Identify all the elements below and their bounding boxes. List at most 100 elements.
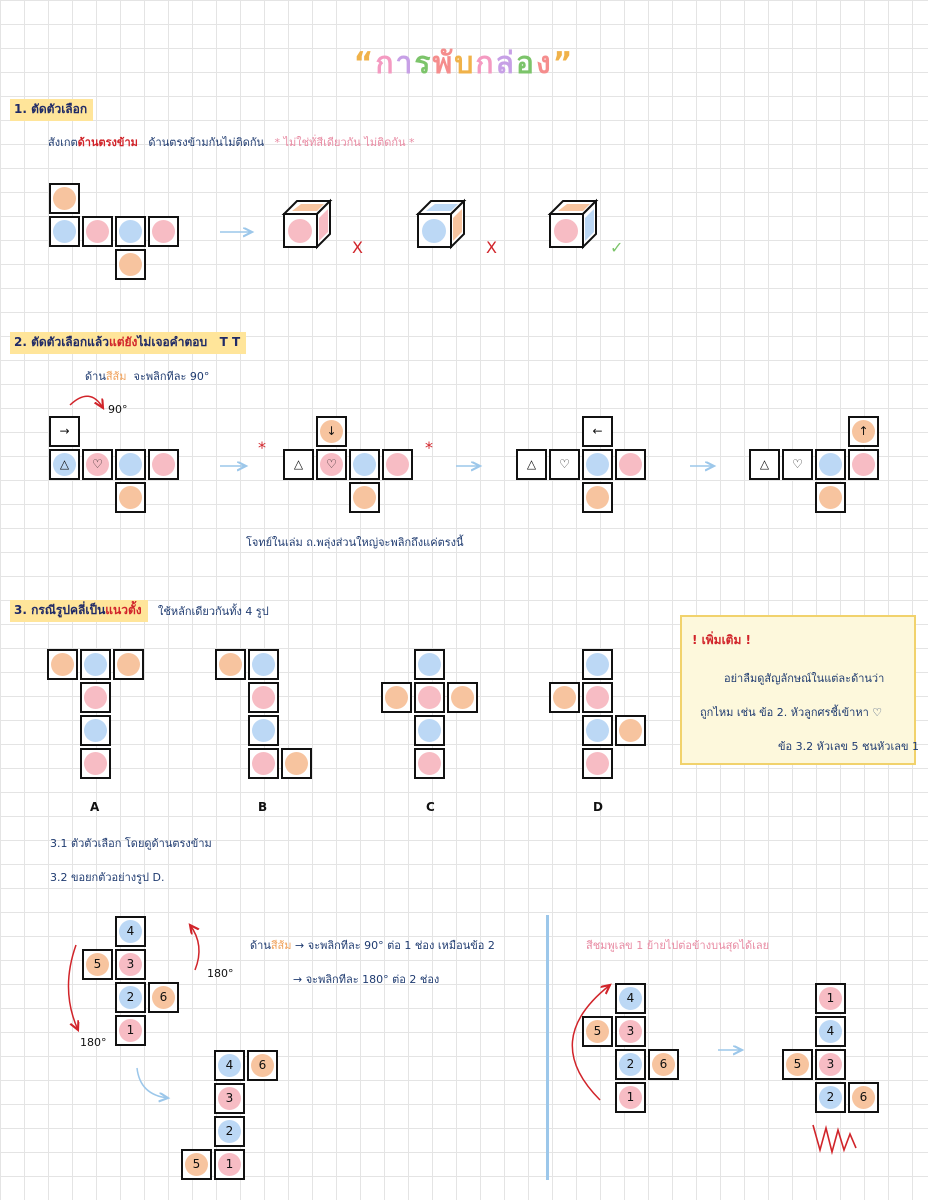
face-symbol: 2 — [225, 1124, 234, 1138]
face-dot — [86, 953, 109, 976]
net-face — [582, 682, 613, 713]
net-face — [80, 682, 111, 713]
net-face — [349, 449, 380, 480]
face-dot — [353, 453, 376, 476]
extra-note-line: ถูกไหม เช่น ข้อ 2. หัวลูกศรชี้เข้าหา ♡ — [700, 706, 883, 719]
section2-heading: 2. ตัดตัวเลือกแล้วแต่ยังไม่เจอคำตอบ T T — [10, 332, 247, 354]
net-label-d: D — [593, 800, 603, 814]
net-face — [49, 216, 80, 247]
triangle-face: △ — [516, 449, 547, 480]
rule-180: → จะพลิกทีละ 180° ต่อ 2 ช่อง — [293, 973, 440, 986]
face-dot — [218, 1120, 241, 1143]
face-symbol: △ — [293, 457, 304, 471]
angle-180-label: 180° — [80, 1036, 107, 1049]
face-dot — [586, 653, 609, 676]
face-dot — [426, 204, 458, 211]
net-face — [582, 649, 613, 680]
face-dot — [152, 986, 175, 1009]
face-dot — [119, 986, 142, 1009]
net-face — [49, 183, 80, 214]
net-face: 4 — [615, 983, 646, 1014]
triangle-face: △ — [749, 449, 780, 480]
face-dot — [119, 953, 142, 976]
face-dot — [585, 209, 594, 241]
face-symbol: △ — [759, 457, 770, 471]
face-symbol: 6 — [659, 1057, 668, 1071]
face-dot — [554, 219, 578, 243]
face-symbol: 5 — [93, 957, 102, 971]
extra-note-box: ! เพิ่มเติม ! อย่าลืมดูสัญลักษณ์ในแต่ละด… — [680, 615, 919, 765]
face-dot — [219, 653, 242, 676]
heart-face: ♡ — [316, 449, 347, 480]
net-face — [80, 748, 111, 779]
face-symbol: 1 — [126, 1023, 135, 1037]
page-title: “การพับกล่อง” — [353, 46, 575, 81]
face-dot — [418, 686, 441, 709]
heart-face: ♡ — [782, 449, 813, 480]
star-mark: * — [425, 438, 433, 457]
net-face — [414, 649, 445, 680]
face-dot — [288, 219, 312, 243]
face-dot — [586, 486, 609, 509]
arrow-face: ← — [582, 416, 613, 447]
face-dot — [119, 1019, 142, 1042]
face-dot — [119, 253, 142, 276]
net-face — [148, 216, 179, 247]
face-symbol: 6 — [159, 990, 168, 1004]
net-face — [382, 449, 413, 480]
face-symbol: 4 — [826, 1024, 835, 1038]
net-face: 4 — [115, 916, 146, 947]
face-dot — [819, 486, 842, 509]
face-dot — [586, 752, 609, 775]
face-dot — [422, 219, 446, 243]
net-face — [615, 715, 646, 746]
curve-arrow-icon — [136, 1067, 168, 1098]
face-dot — [51, 653, 74, 676]
net-face — [815, 449, 846, 480]
face-symbol: → — [59, 424, 70, 438]
net-face — [815, 482, 846, 513]
net-face: 1 — [815, 983, 846, 1014]
face-dot — [86, 453, 109, 476]
face-dot — [619, 1053, 642, 1076]
net-face — [582, 715, 613, 746]
sub-point-3-1: 3.1 ตัวตัวเลือก โดยดูด้านตรงข้าม — [50, 837, 212, 850]
face-dot — [586, 1020, 609, 1043]
face-dot — [586, 686, 609, 709]
correct-mark: ✓ — [610, 238, 624, 257]
face-dot — [418, 719, 441, 742]
face-dot — [619, 1020, 642, 1043]
net-face — [115, 216, 146, 247]
face-dot — [119, 486, 142, 509]
arrow-face: ↑ — [848, 416, 879, 447]
net-face: 1 — [214, 1149, 245, 1180]
face-symbol: 2 — [126, 990, 135, 1004]
face-symbol: ♡ — [326, 457, 337, 471]
angle-label: 90° — [108, 403, 128, 416]
face-dot — [451, 686, 474, 709]
face-symbol: 3 — [826, 1057, 835, 1071]
face-dot — [353, 486, 376, 509]
net-face — [381, 682, 412, 713]
net-face: 6 — [848, 1082, 879, 1113]
face-dot — [252, 752, 275, 775]
face-dot — [152, 220, 175, 243]
section3-note: ใช้หลักเดียวกันทั้ง 4 รูป — [158, 605, 269, 618]
face-dot — [819, 453, 842, 476]
face-dot — [852, 1086, 875, 1109]
face-dot — [53, 453, 76, 476]
face-symbol: 4 — [225, 1058, 234, 1072]
net-face — [582, 449, 613, 480]
divider-line — [546, 915, 549, 1180]
face-dot — [819, 1086, 842, 1109]
face-dot — [586, 453, 609, 476]
net-label-b: B — [258, 800, 268, 814]
net-face — [115, 482, 146, 513]
face-dot — [252, 653, 275, 676]
net-label-a: A — [90, 800, 100, 814]
net-face: 3 — [815, 1049, 846, 1080]
net-face: 6 — [648, 1049, 679, 1080]
face-dot — [385, 686, 408, 709]
net-face — [281, 748, 312, 779]
angle-180-label: 180° — [207, 967, 234, 980]
